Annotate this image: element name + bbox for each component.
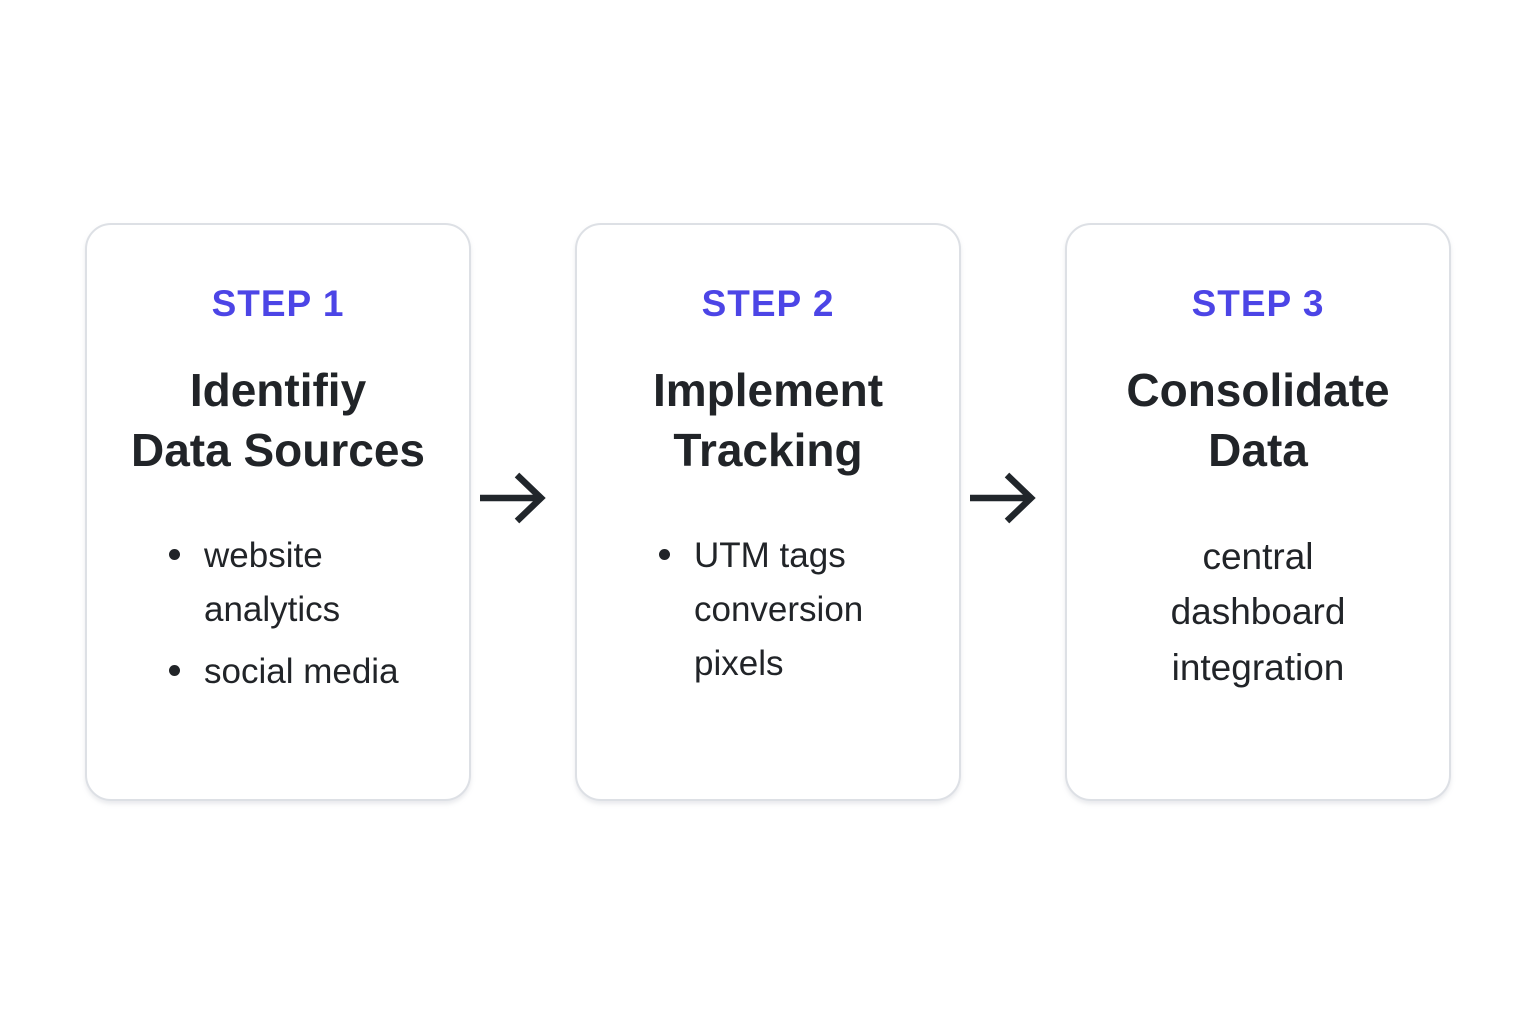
bullet-text: UTM tags conversion pixels	[694, 535, 864, 684]
arrow-right-icon	[477, 472, 569, 524]
list-item: social media	[169, 645, 435, 699]
step-label: STEP 2	[701, 283, 835, 324]
bullet-text: website analytics	[204, 535, 341, 629]
step-body-text: central dashboard integration	[1170, 535, 1346, 688]
step-card-3: STEP 3 Consolidate Data central dashboar…	[1065, 223, 1451, 801]
bullet-text: social media	[204, 652, 399, 692]
step-title: Implement Tracking	[652, 364, 884, 476]
bullet-dot-icon	[659, 548, 670, 560]
step-card-2: STEP 2 Implement Tracking UTM tags conve…	[575, 223, 961, 801]
bullet-list: website analytics social media	[121, 529, 435, 700]
arrow-right-icon	[967, 472, 1059, 524]
step-card-1: STEP 1 Identifiy Data Sources website an…	[85, 223, 471, 801]
step-label: STEP 1	[211, 283, 345, 324]
bullet-dot-icon	[169, 665, 180, 677]
list-item: UTM tags conversion pixels	[659, 529, 925, 692]
process-flow: STEP 1 Identifiy Data Sources website an…	[85, 223, 1451, 801]
step-title: Identifiy Data Sources	[130, 364, 425, 476]
step-title: Consolidate Data	[1126, 364, 1390, 476]
bullet-dot-icon	[169, 548, 180, 560]
bullet-list: UTM tags conversion pixels	[611, 529, 925, 692]
list-item: website analytics	[169, 529, 435, 638]
step-label: STEP 3	[1191, 283, 1325, 324]
